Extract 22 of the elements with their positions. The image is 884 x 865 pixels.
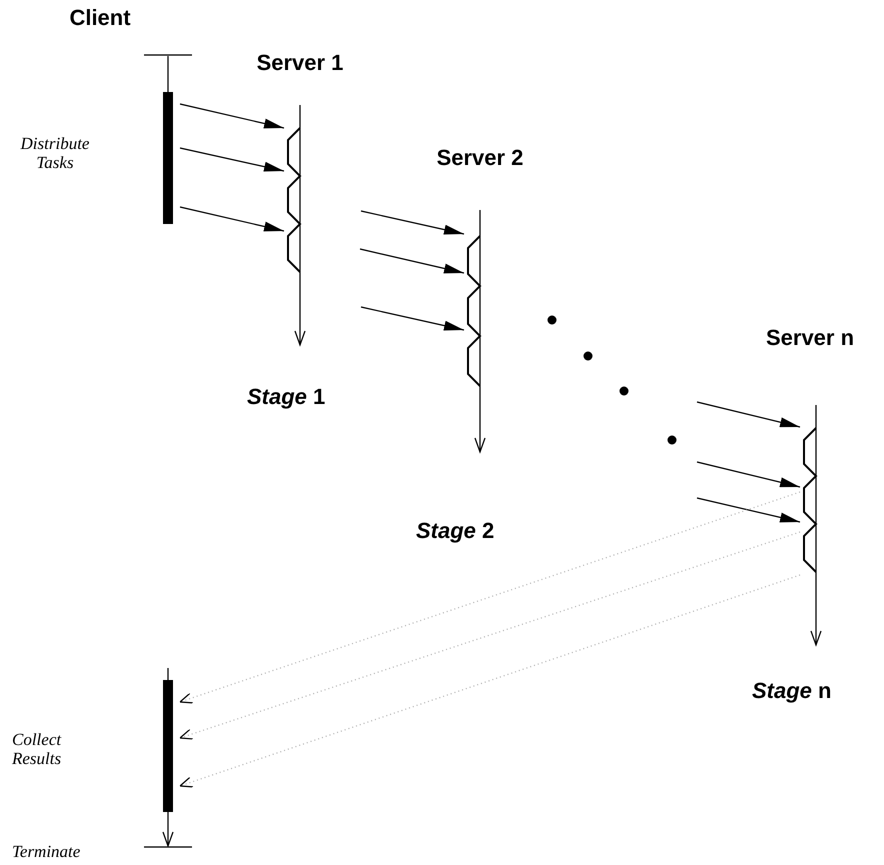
stage-label: Stage 2 [416,518,494,544]
stage-label: Stage 1 [247,384,326,410]
dotted-arrow [179,491,800,704]
lifeline-title: Client [68,5,132,31]
arrow [696,401,800,428]
lifeline-title: Server n [764,325,856,351]
arrow [360,210,464,235]
lifeline-title: Server 2 [436,145,524,171]
arrow [360,306,464,331]
arrow [180,147,284,172]
dotted-arrow [179,531,800,740]
phase-label: Collect Results [12,730,62,768]
dotted-arrow [179,574,800,788]
phase-label: Distribute Tasks [19,134,90,172]
arrow [180,103,284,129]
lifeline-title: Server 1 [256,50,344,76]
arrow [696,461,800,488]
stage-label: Stage n [752,678,832,704]
arrow [696,497,800,523]
arrow [360,248,464,274]
arrow [180,206,284,232]
phase-label: Terminate [12,842,80,861]
